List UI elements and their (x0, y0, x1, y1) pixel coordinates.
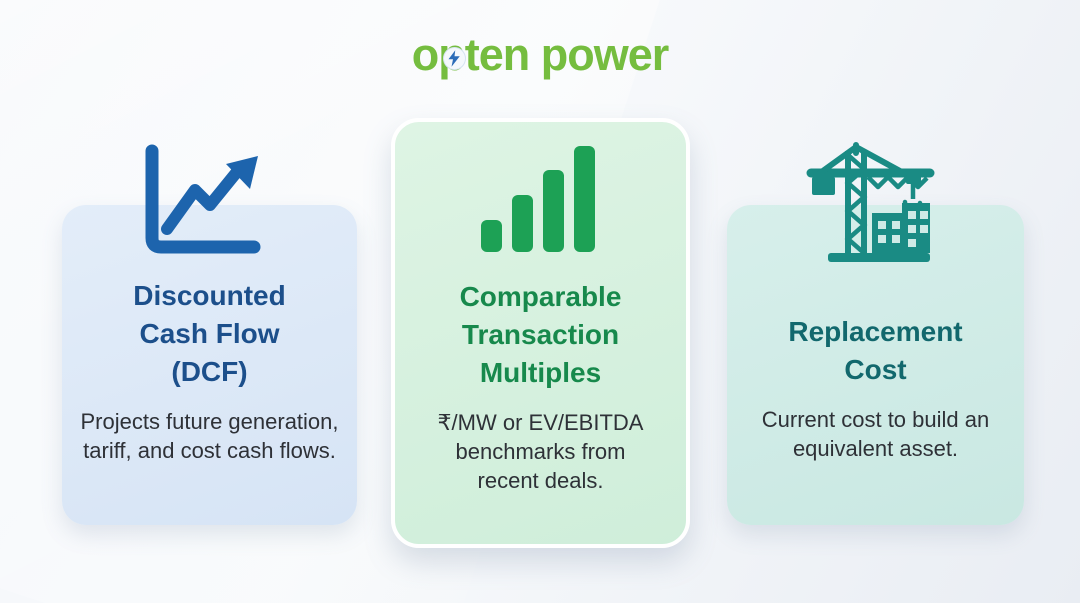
lightning-bolt-icon (442, 47, 466, 70)
card-body: Current cost to build an equivalent asse… (761, 407, 990, 461)
logo-lockup: opten power (412, 26, 669, 84)
card-title: Discounted Cash Flow (DCF) (133, 280, 286, 387)
card-title: Replacement Cost (788, 316, 963, 385)
card-body: ₹/MW or EV/EBITDA benchmarks from recent… (437, 410, 644, 493)
card-discounted-cash-flow: Discounted Cash Flow (DCF) Projects futu… (62, 205, 357, 525)
card-body: Projects future generation, tariff, and … (80, 409, 339, 463)
logo: opten power (0, 26, 1080, 84)
card-comparable-transaction-multiples: Comparable Transaction Multiples ₹/MW or… (391, 118, 690, 548)
card-replacement-cost: Replacement Cost Current cost to build a… (727, 205, 1024, 525)
card-title: Comparable Transaction Multiples (459, 281, 622, 388)
